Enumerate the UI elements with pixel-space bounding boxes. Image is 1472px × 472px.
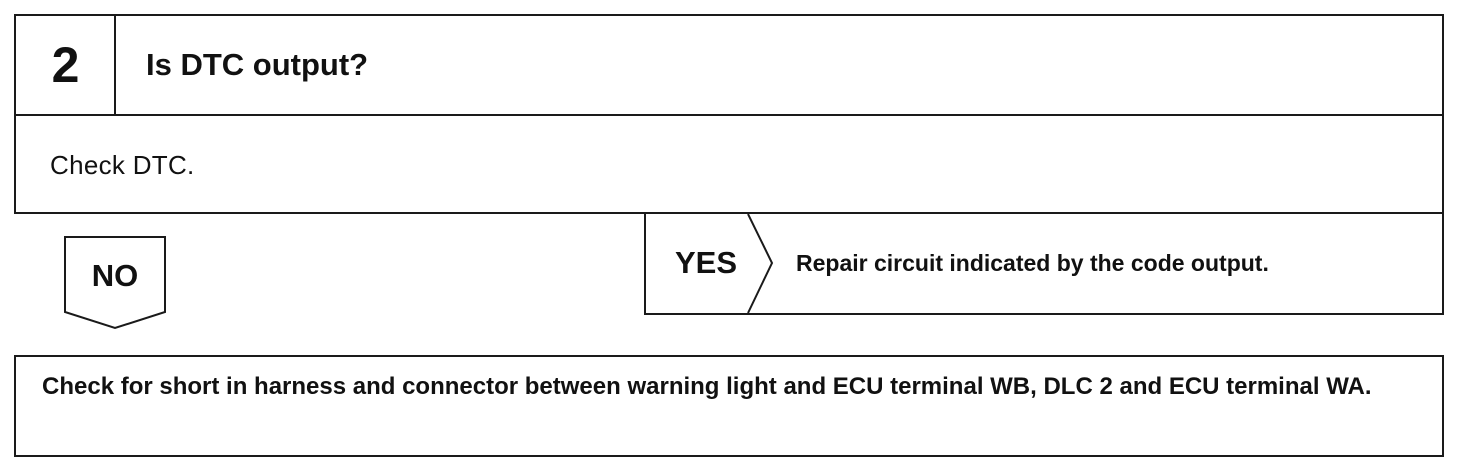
yes-branch-box: YES Repair circuit indicated by the code… <box>644 214 1444 315</box>
yes-branch-label: YES <box>674 245 738 280</box>
step-instruction: Check DTC. <box>50 149 195 180</box>
no-branch-label: NO <box>91 258 139 293</box>
step-box: 2 Is DTC output? Check DTC. <box>14 14 1444 214</box>
step-question: Is DTC output? <box>146 47 369 82</box>
down-arrow-icon <box>64 236 166 330</box>
next-check-text: Check for short in harness and connector… <box>42 373 1372 400</box>
no-branch-arrow: NO <box>64 236 166 330</box>
step-header: 2 Is DTC output? <box>16 16 1442 116</box>
step-number: 2 <box>16 16 116 114</box>
yes-branch-action: Repair circuit indicated by the code out… <box>796 249 1269 276</box>
chevron-right-icon <box>747 214 774 313</box>
next-check-box: Check for short in harness and connector… <box>14 355 1444 457</box>
